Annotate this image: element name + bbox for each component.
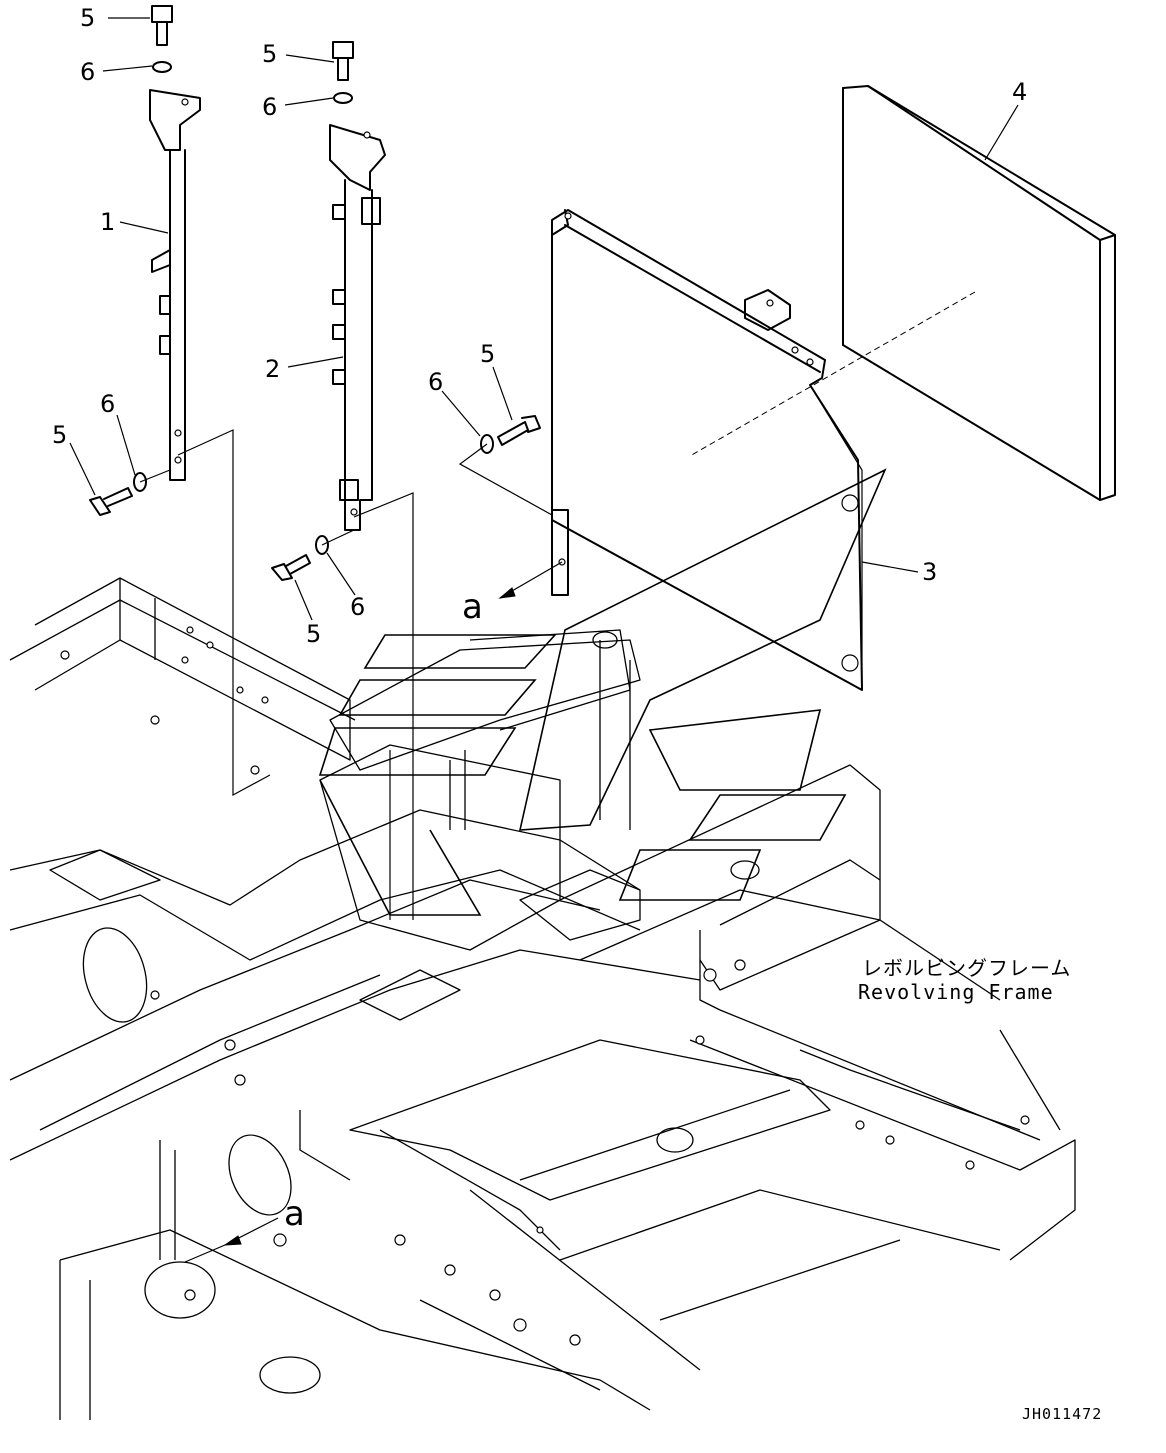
bolt-5a (151, 5, 173, 46)
callout-6-left: 6 (100, 390, 115, 418)
callout-3: 3 (922, 558, 937, 586)
caption-japanese: レボルビングフレーム (862, 956, 1071, 980)
caption-english: Revolving Frame (858, 980, 1054, 1004)
view-mark-a-upper: a (462, 587, 483, 627)
callout-5-right: 5 (480, 340, 495, 368)
bolt-5b (332, 41, 354, 81)
bolt-5d (271, 554, 311, 581)
bolt-5c (89, 487, 133, 516)
callout-2: 2 (265, 355, 280, 383)
callout-6-top-center: 6 (262, 93, 277, 121)
callout-5-top-left: 5 (80, 4, 95, 32)
callout-6-center: 6 (350, 593, 365, 621)
document-id: JH011472 (1022, 1405, 1102, 1423)
washer-6e (480, 434, 494, 454)
washer-6b (333, 92, 353, 104)
part-4-pad (689, 85, 1116, 501)
view-arrow-lower (184, 1217, 279, 1263)
callout-6-top-left: 6 (80, 58, 95, 86)
callout-5-center: 5 (306, 620, 321, 648)
washer-6a (152, 61, 172, 73)
callout-5-top-center: 5 (262, 40, 277, 68)
callout-4: 4 (1012, 78, 1027, 106)
callout-6-right: 6 (428, 368, 443, 396)
bolt-5e (497, 415, 541, 446)
frame-nuts (60, 626, 1030, 1346)
callout-5-left: 5 (52, 421, 67, 449)
part-2-support (329, 124, 386, 531)
callout-1: 1 (100, 208, 115, 236)
view-arrow-upper (498, 561, 563, 599)
washer-6c (133, 472, 147, 492)
guide-lines (139, 429, 553, 920)
part-3-panel (551, 209, 863, 691)
washer-6d (315, 535, 329, 555)
watermark-logo (318, 468, 887, 916)
leader-lines (69, 17, 1019, 621)
part-1-support (149, 89, 201, 481)
view-mark-a-lower: a (284, 1194, 305, 1234)
